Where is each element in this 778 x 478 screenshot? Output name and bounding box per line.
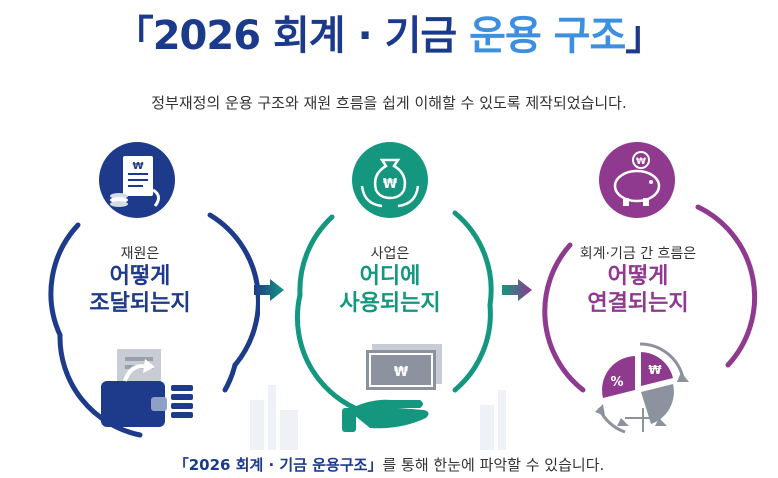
step-2-headline-1: 어디에 xyxy=(359,264,421,289)
won-symbol: ₩ xyxy=(648,363,662,377)
percent-symbol: % xyxy=(610,375,623,390)
step-3-headline-2: 연결되는지 xyxy=(587,291,689,316)
bottom-caption-rest: 를 통해 한눈에 파악할 수 있습니다. xyxy=(382,456,605,474)
step-1-headline-2: 조달되는지 xyxy=(89,291,191,316)
piggy-bank-icon: ₩ xyxy=(599,142,675,218)
pie-chart-scale-icon: % ₩ xyxy=(595,342,689,434)
won-symbol: ₩ xyxy=(394,365,409,380)
step-2-label: 사업은 xyxy=(370,246,410,262)
arrow-right-icon xyxy=(502,279,532,301)
step-3-label: 회계·기금 간 흐름은 xyxy=(579,246,697,262)
city-silhouette-decoration xyxy=(250,385,506,450)
arrow-right-icon xyxy=(254,279,284,301)
won-symbol: ₩ xyxy=(383,177,398,192)
step-2-ring xyxy=(294,210,494,418)
step-3-headline-1: 어떻게 xyxy=(607,264,669,289)
won-symbol: ₩ xyxy=(636,157,646,167)
page-subtitle: 정부재정의 운용 구조와 재원 흐름을 쉽게 이해할 수 있도록 제작되었습니다… xyxy=(151,94,627,112)
step-3-ring xyxy=(542,204,758,393)
banknote-hand-icon: ₩ xyxy=(342,344,442,432)
step-2-headline-2: 사용되는지 xyxy=(339,291,441,316)
title-part-1: 2026 회계 · 기금 xyxy=(152,13,470,59)
bottom-caption-bold: 「2026 회계 · 기금 운용구조」 xyxy=(173,456,383,474)
bottom-caption: 「2026 회계 · 기금 운용구조」를 통해 한눈에 파악할 수 있습니다. xyxy=(0,454,778,475)
title-part-2: 운용 구조 xyxy=(469,13,626,59)
step-1-headline-1: 어떻게 xyxy=(109,264,171,289)
document-coins-icon: ₩ xyxy=(99,142,175,218)
money-bag-hands-icon: ₩ xyxy=(352,142,428,218)
won-symbol: ₩ xyxy=(132,161,143,172)
step-1-label: 재원은 xyxy=(120,246,160,262)
page-title: 「2026 회계 · 기금 운용 구조」 xyxy=(113,13,666,59)
